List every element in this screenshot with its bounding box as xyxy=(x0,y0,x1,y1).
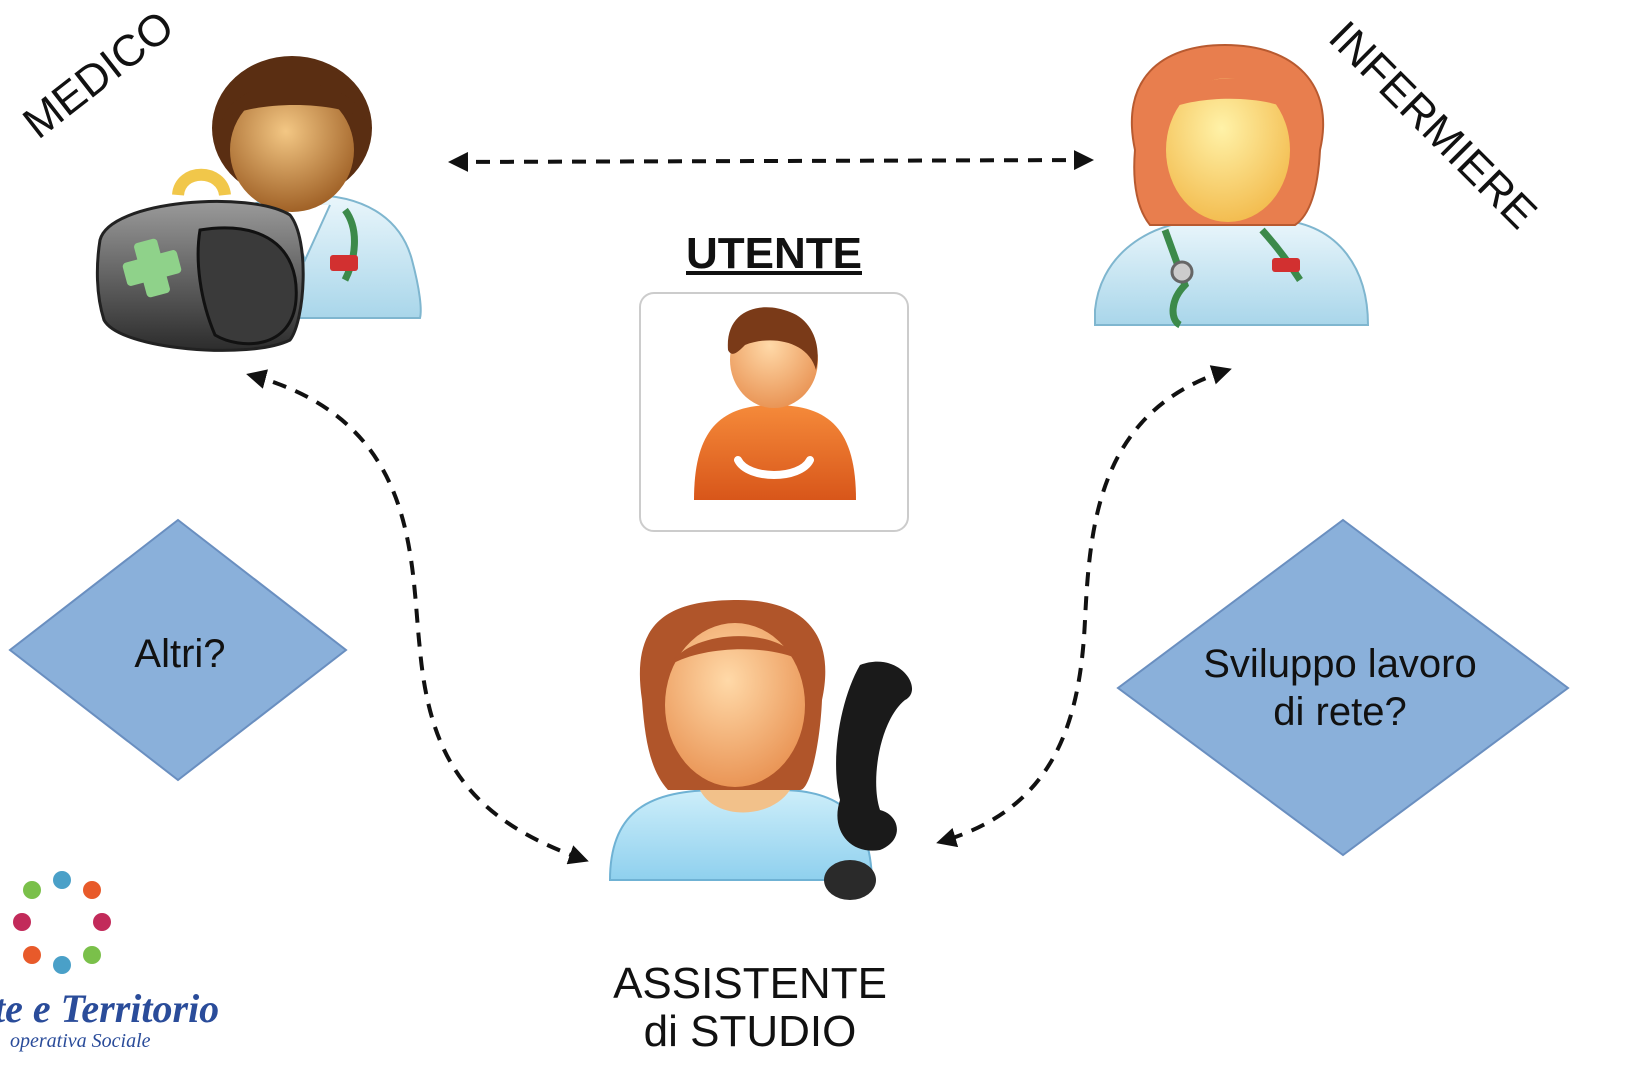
diamond-sviluppo-line1: Sviluppo lavoro xyxy=(1203,642,1477,686)
diamond-sviluppo xyxy=(1116,518,1570,857)
assistente-line2: di STUDIO xyxy=(643,1007,857,1057)
assistente-label: ASSISTENTE di STUDIO xyxy=(560,959,940,1057)
receptionist-phone-icon xyxy=(608,600,913,900)
nurse-icon xyxy=(1094,43,1370,329)
utente-label: UTENTE xyxy=(686,229,862,278)
assistente-line1: ASSISTENTE xyxy=(613,959,887,1008)
logo-name: te e Territorio xyxy=(0,986,220,1031)
cooperative-logo-icon xyxy=(13,871,111,974)
diamond-sviluppo-text: Sviluppo lavoro di rete? xyxy=(1120,640,1560,736)
doctor-with-bag-icon xyxy=(95,56,422,352)
diamond-altri xyxy=(8,518,348,782)
arrow-medico-assistente xyxy=(246,369,589,865)
diamond-altri-text: Altri? xyxy=(134,632,226,676)
logo-subtitle: operativa Sociale xyxy=(10,1030,151,1052)
arrow-infermiere-assistente xyxy=(936,365,1232,848)
user-icon xyxy=(639,292,909,532)
diamond-sviluppo-line2: di rete? xyxy=(1273,690,1407,734)
arrow-medico-infermiere xyxy=(448,150,1094,172)
